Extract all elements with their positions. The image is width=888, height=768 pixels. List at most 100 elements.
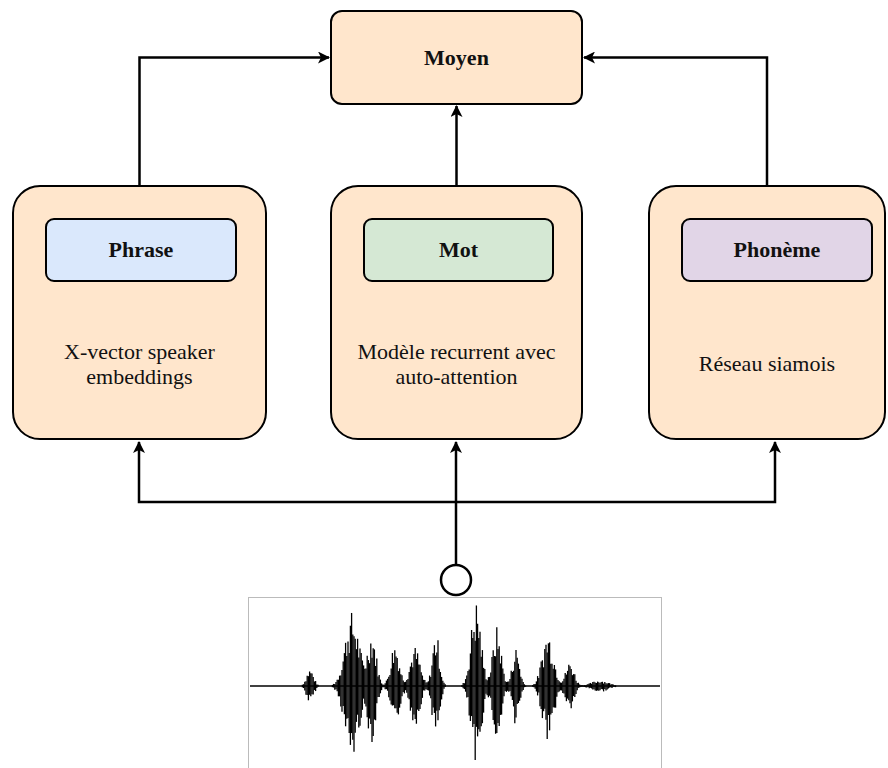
waveform-stroke [439, 669, 440, 710]
waveform-stroke [374, 649, 375, 719]
waveform-stroke [495, 656, 496, 733]
waveform-stroke [520, 677, 521, 698]
waveform-stroke [443, 683, 444, 689]
waveform-stroke [497, 649, 498, 723]
waveform-stroke [604, 682, 605, 689]
waveform-stroke [574, 674, 575, 697]
waveform-stroke [560, 682, 561, 690]
waveform-stroke [392, 653, 393, 706]
waveform-stroke [603, 684, 604, 692]
waveform-stroke [571, 669, 572, 708]
waveform-stroke [467, 671, 468, 697]
waveform-stroke [428, 681, 429, 690]
waveform-stroke [430, 677, 431, 698]
waveform-stroke [595, 683, 596, 691]
waveform-stroke [352, 635, 353, 740]
waveform-stroke [338, 680, 339, 697]
waveform-stroke [413, 654, 414, 714]
waveform-stroke [519, 669, 520, 701]
model-box: Modèle recurrent avec auto-attention Mot [330, 185, 583, 440]
waveform-stroke [425, 682, 426, 688]
input-wire [455, 442, 458, 565]
waveform-stroke [507, 682, 508, 691]
waveform-stroke [581, 685, 582, 687]
level-label: Mot [363, 218, 554, 282]
waveform-stroke [557, 680, 558, 692]
waveform-stroke [589, 683, 590, 688]
waveform-stroke [525, 686, 526, 687]
waveform-stroke [494, 656, 495, 724]
waveform-stroke [334, 684, 335, 690]
waveform-stroke [400, 674, 401, 703]
waveform-stroke [485, 679, 486, 693]
waveform-stroke [431, 665, 432, 715]
waveform-stroke [565, 673, 566, 697]
waveform-stroke [371, 658, 372, 742]
waveform-stroke [395, 657, 396, 709]
connector-arrow [140, 58, 330, 186]
waveform-stroke [380, 680, 381, 694]
waveform-stroke [429, 676, 430, 696]
waveform-stroke [421, 672, 422, 704]
waveform-stroke [385, 683, 386, 689]
waveform-stroke [375, 666, 376, 720]
waveform-stroke [512, 672, 513, 700]
waveform-stroke [349, 653, 350, 733]
waveform-stroke [406, 680, 407, 693]
waveform-stroke [373, 648, 374, 736]
waveform-stroke [440, 672, 441, 707]
waveform-stroke [418, 664, 419, 710]
waveform-stroke [478, 638, 479, 729]
waveform-stroke [370, 644, 371, 725]
waveform-stroke [532, 685, 533, 687]
method-text: Modèle recurrent avec auto-attention [354, 339, 559, 390]
box-title: Phrase [109, 237, 174, 262]
waveform-stroke [502, 669, 503, 704]
waveform-stroke [351, 613, 352, 733]
waveform [250, 605, 660, 759]
waveform-stroke [433, 653, 434, 707]
waveform-stroke [481, 657, 482, 727]
waveform-stroke [537, 676, 538, 695]
waveform-stroke [387, 679, 388, 691]
waveform-stroke [399, 668, 400, 707]
waveform-stroke [386, 681, 387, 690]
waveform-stroke [317, 685, 318, 687]
waveform-stroke [598, 682, 599, 691]
waveform-stroke [615, 685, 616, 687]
input-junction [441, 565, 471, 595]
waveform-stroke [533, 684, 534, 687]
waveform-stroke [577, 683, 578, 690]
waveform-stroke [483, 668, 484, 713]
waveform-stroke [491, 657, 492, 710]
waveform-stroke [436, 653, 437, 711]
input-wire [456, 442, 775, 502]
waveform-stroke [445, 684, 446, 687]
waveform-stroke [613, 685, 614, 687]
waveform-stroke [410, 667, 411, 711]
waveform-stroke [568, 665, 569, 700]
waveform-stroke [609, 683, 610, 687]
waveform-stroke [341, 670, 342, 712]
waveform-stroke [340, 675, 341, 706]
level-label: Phonème [681, 218, 873, 282]
box-title: Phonème [734, 237, 821, 262]
waveform-stroke [333, 684, 334, 688]
waveform-stroke [337, 680, 338, 692]
waveform-stroke [442, 681, 443, 695]
waveform-stroke [417, 653, 418, 709]
waveform-stroke [346, 656, 347, 719]
waveform-stroke [584, 685, 585, 687]
waveform-stroke [476, 605, 477, 726]
level-label: Phrase [45, 218, 237, 282]
waveform-stroke [339, 676, 340, 697]
waveform-stroke [314, 681, 315, 690]
waveform-stroke [503, 674, 504, 696]
waveform-stroke [521, 679, 522, 692]
waveform-stroke [505, 681, 506, 691]
waveform-stroke [332, 685, 333, 687]
waveform-stroke [377, 677, 378, 697]
waveform-stroke [441, 677, 442, 700]
waveform-stroke [610, 685, 611, 688]
